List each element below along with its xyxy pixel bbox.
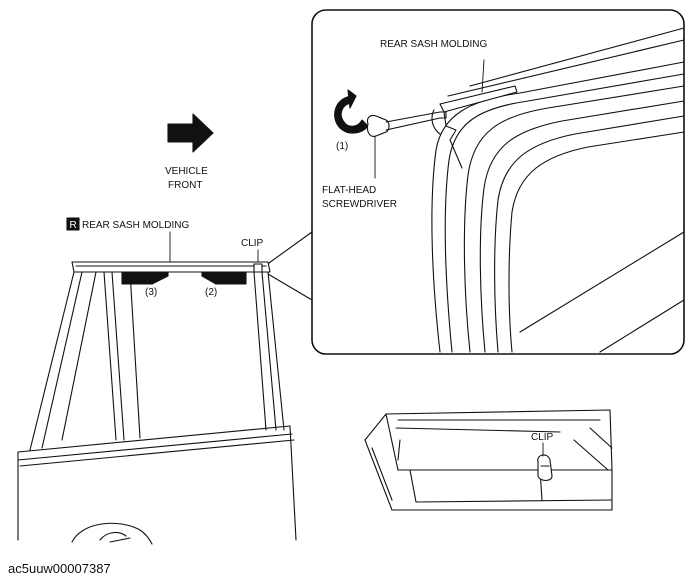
r-badge: [66, 217, 80, 231]
rotation-arrow-icon: [334, 89, 369, 134]
detail-molding-leader: [481, 59, 485, 93]
detail-rear-sash-molding: [431, 59, 518, 169]
detail-rear-sash-molding-label: REAR SASH MOLDING: [380, 39, 487, 50]
figure-id: ac5uuw00007387: [8, 561, 111, 576]
step-3-label: (3): [145, 287, 157, 298]
clip-detail-view: [364, 409, 613, 511]
detail-clip-label: CLIP: [531, 432, 554, 443]
main-rear-sash-molding-label: REAR SASH MOLDING: [82, 220, 189, 231]
removal-arrow-3: [121, 271, 169, 285]
step-2-label: (2): [205, 287, 217, 298]
step-1-label: (1): [336, 141, 348, 152]
flat-head-label: FLAT-HEAD: [322, 185, 376, 196]
detail-clip-icon: [537, 454, 553, 482]
main-clip-icon: [253, 263, 263, 273]
front-label: FRONT: [168, 180, 202, 191]
detail-callout-box: REAR SASH MOLDING (1) FLAT-HEAD SCREWDRI…: [261, 9, 685, 355]
flat-head-screwdriver-icon: [366, 111, 447, 179]
main-clip-label: CLIP: [241, 238, 264, 249]
rear-door-illustration: R REAR SASH MOLDING CLIP (3) (2): [17, 217, 297, 545]
callout-leader-lower: [267, 273, 313, 301]
detail-window-frame: [431, 27, 685, 353]
r-badge-text: R: [70, 220, 77, 231]
screwdriver-label: SCREWDRIVER: [322, 199, 397, 210]
callout-leader-upper: [261, 231, 313, 269]
vehicle-label: VEHICLE: [165, 166, 208, 177]
vehicle-front-arrow: [167, 113, 214, 153]
removal-arrow-2: [201, 271, 247, 285]
